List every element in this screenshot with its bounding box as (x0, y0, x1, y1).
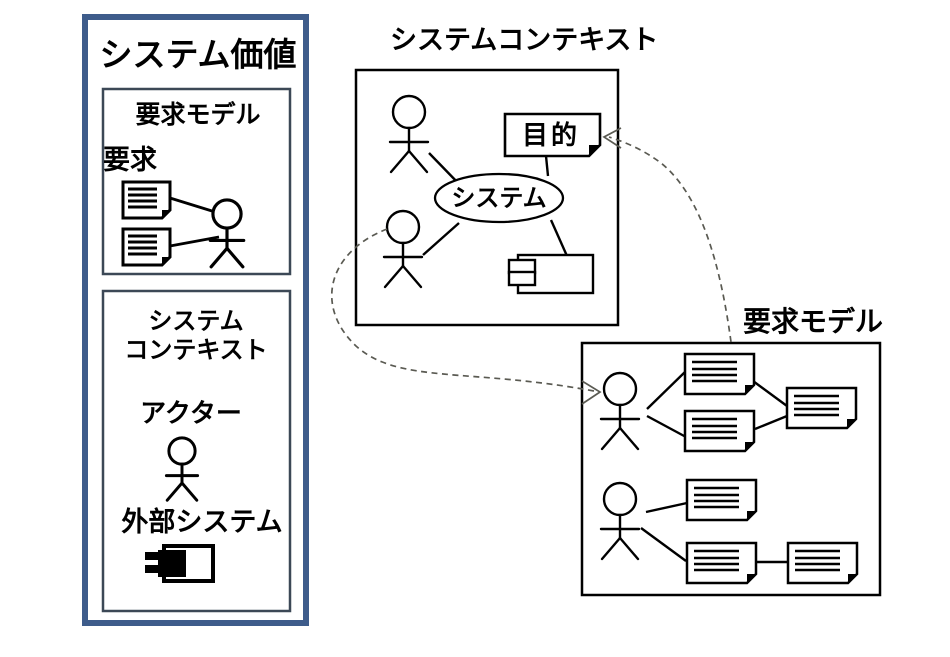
system-context-diagram: システムコンテキスト システム 目的 (354, 25, 658, 327)
requirement-label: 要求 (103, 145, 157, 175)
association-line (544, 155, 550, 177)
system-value-panel: システム価値 要求モデル 要求 システム コンテキスト アクター 外部システム (82, 14, 309, 626)
association-line (646, 370, 687, 410)
note-icon (685, 478, 758, 522)
association-line (752, 380, 788, 407)
component-icon (145, 544, 215, 583)
trace-link-actor-to-reqmodel (331, 228, 595, 392)
note-icon (121, 180, 172, 220)
association-line (169, 235, 220, 248)
requirements-model-diagram: 要求モデル (580, 305, 883, 597)
actor-label: アクター (140, 398, 242, 428)
association-line (169, 196, 213, 213)
purpose-note-label: 目的 (522, 120, 580, 150)
system-ellipse-label: システム (451, 185, 546, 212)
purpose-note: 目的 (503, 112, 602, 158)
association-line (645, 501, 688, 514)
association-line (549, 219, 569, 257)
component-icon (507, 253, 595, 295)
requirements-model-diagram-title: 要求モデル (743, 305, 883, 337)
arrowhead-icon (581, 380, 602, 405)
association-line (754, 414, 788, 431)
system-value-panel-title: システム価値 (99, 36, 296, 73)
trace-link-reqmodel-to-purpose (608, 136, 732, 343)
association-line (422, 222, 460, 256)
association-line (646, 414, 687, 439)
note-icon (121, 227, 172, 267)
system-context-legend-title-line1: システム (148, 308, 243, 335)
system-context-diagram-title: システムコンテキスト (390, 25, 658, 55)
req-model-legend-box: 要求モデル 要求 (101, 87, 292, 276)
note-icon (683, 409, 756, 453)
note-icon (785, 386, 858, 430)
note-icon (786, 541, 859, 585)
association-line (640, 527, 687, 562)
system-context-legend-title-line2: コンテキスト (124, 337, 267, 364)
req-model-legend-title: 要求モデル (135, 100, 260, 129)
system-ellipse (433, 172, 565, 224)
note-icon (683, 352, 756, 396)
arrowhead-icon (602, 127, 622, 149)
system-context-legend-box: システム コンテキスト アクター 外部システム (101, 289, 292, 613)
note-icon (685, 541, 758, 585)
external-system-label: 外部システム (121, 506, 282, 537)
trace-links (331, 127, 732, 405)
